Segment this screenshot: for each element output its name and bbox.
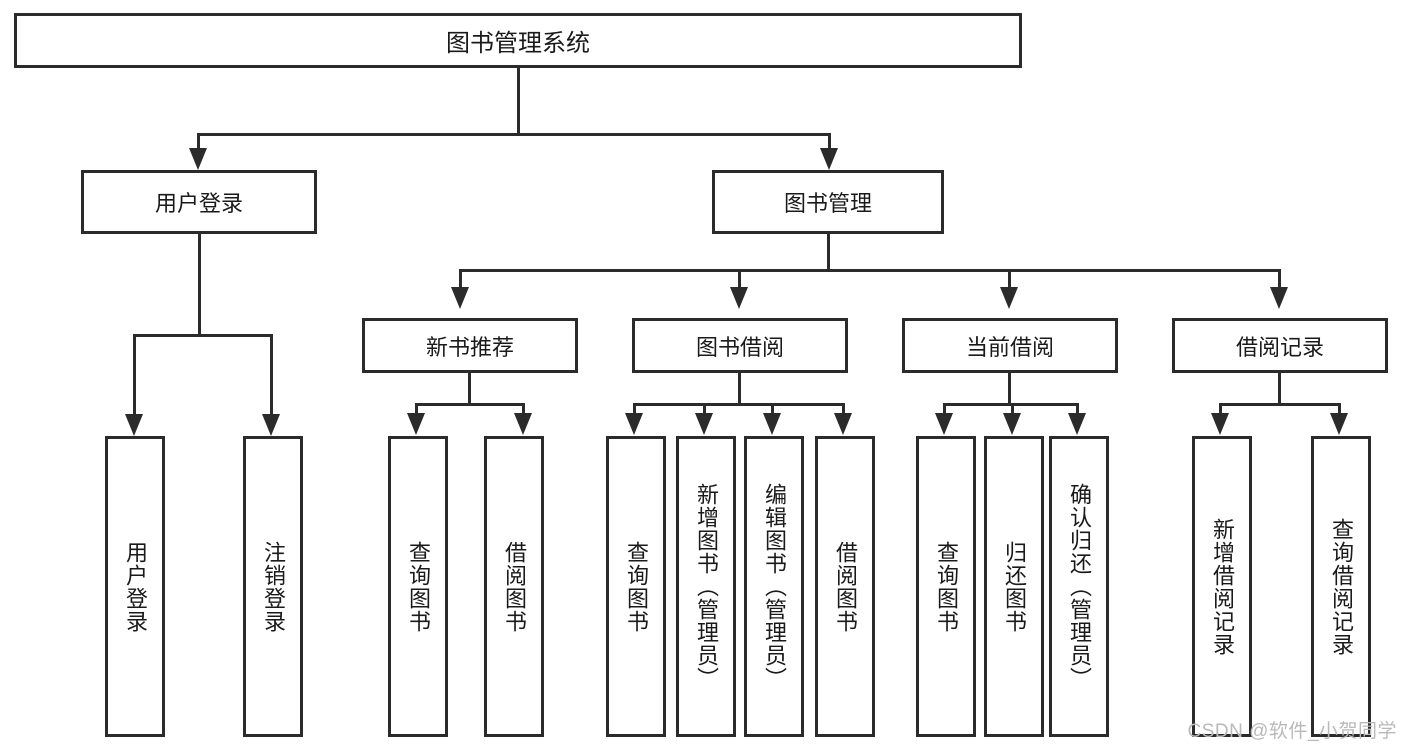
watermark: CSDN @软件_小贺同学 bbox=[1187, 721, 1397, 742]
leaf-book-borrow-4[interactable]: 借阅图书 bbox=[815, 436, 875, 737]
arrow-bb-leaf-2 bbox=[695, 413, 713, 435]
connector-cb-drop-1 bbox=[943, 403, 946, 415]
arrow-user-login-leaf-2 bbox=[262, 414, 280, 436]
node-user-login[interactable]: 用户登录 bbox=[81, 170, 317, 234]
leaf-label: 查询图书 bbox=[933, 540, 959, 633]
node-book-management[interactable]: 图书管理 bbox=[712, 170, 944, 234]
node-book-management-label: 图书管理 bbox=[783, 191, 872, 216]
connector-root-to-user-login bbox=[197, 133, 200, 150]
connector-bb-drop-2 bbox=[703, 403, 706, 415]
leaf-user-login-2[interactable]: 注销登录 bbox=[243, 436, 303, 737]
connector-user-login-bus bbox=[133, 334, 272, 337]
leaf-label: 确认归还（管理员） bbox=[1066, 483, 1092, 690]
connector-user-login-stem bbox=[198, 234, 201, 336]
leaf-label: 新增图书（管理员） bbox=[693, 483, 719, 690]
leaf-current-borrow-1[interactable]: 查询图书 bbox=[916, 436, 976, 737]
connector-bb-drop-1 bbox=[633, 403, 636, 415]
connector-nbr-bus bbox=[415, 403, 525, 406]
leaf-borrow-record-2[interactable]: 查询借阅记录 bbox=[1311, 436, 1371, 737]
arrow-bb-leaf-4 bbox=[834, 413, 852, 435]
connector-cb-drop-2 bbox=[1011, 403, 1014, 415]
connector-br-drop-2 bbox=[1338, 403, 1341, 415]
node-current-borrow-label: 当前借阅 bbox=[965, 334, 1054, 360]
arrow-cb-leaf-3 bbox=[1068, 413, 1086, 435]
leaf-book-borrow-1[interactable]: 查询图书 bbox=[606, 436, 666, 737]
leaf-current-borrow-3[interactable]: 确认归还（管理员） bbox=[1049, 436, 1109, 737]
connector-root-bus bbox=[197, 133, 831, 136]
arrow-bb-leaf-1 bbox=[625, 413, 643, 435]
connector-br-drop-1 bbox=[1219, 403, 1222, 415]
leaf-new-book-recommend-1[interactable]: 查询图书 bbox=[388, 436, 448, 737]
arrow-br-leaf-2 bbox=[1330, 413, 1348, 435]
connector-cb-stem bbox=[1008, 373, 1011, 405]
connector-root-to-book-manage bbox=[828, 133, 831, 150]
arrow-bm-to-current-borrow bbox=[1000, 287, 1018, 309]
node-user-login-label: 用户登录 bbox=[154, 191, 243, 216]
leaf-book-borrow-2[interactable]: 新增图书（管理员） bbox=[676, 436, 736, 737]
connector-bm-drop-1 bbox=[459, 269, 462, 289]
leaf-label: 新增借阅记录 bbox=[1209, 517, 1235, 656]
arrow-nbr-leaf-1 bbox=[407, 413, 425, 435]
arrow-root-to-book-manage bbox=[820, 148, 838, 170]
connector-user-login-right-drop bbox=[270, 334, 273, 416]
connector-cb-drop-3 bbox=[1076, 403, 1079, 415]
leaf-label: 注销登录 bbox=[260, 540, 286, 633]
connector-bb-bus bbox=[633, 403, 845, 406]
connector-book-management-stem bbox=[827, 234, 830, 272]
connector-nbr-drop-2 bbox=[522, 403, 525, 415]
node-new-book-recommend-label: 新书推荐 bbox=[425, 334, 514, 360]
leaf-current-borrow-2[interactable]: 归还图书 bbox=[984, 436, 1044, 737]
arrow-bm-to-borrow-record bbox=[1270, 287, 1288, 309]
arrow-cb-leaf-2 bbox=[1003, 413, 1021, 435]
node-root-label: 图书管理系统 bbox=[446, 30, 590, 57]
connector-nbr-drop-1 bbox=[415, 403, 418, 415]
arrow-root-to-user-login bbox=[189, 148, 207, 170]
connector-br-bus bbox=[1219, 403, 1341, 406]
node-book-borrow-label: 图书借阅 bbox=[695, 334, 784, 360]
arrow-br-leaf-1 bbox=[1211, 413, 1229, 435]
leaf-book-borrow-3[interactable]: 编辑图书（管理员） bbox=[744, 436, 804, 737]
connector-bm-drop-2 bbox=[738, 269, 741, 289]
leaf-borrow-record-1[interactable]: 新增借阅记录 bbox=[1192, 436, 1252, 737]
node-borrow-record[interactable]: 借阅记录 bbox=[1172, 318, 1388, 373]
connector-user-login-left-drop bbox=[133, 334, 136, 416]
connector-book-management-bus bbox=[459, 269, 1281, 272]
leaf-label: 查询图书 bbox=[623, 540, 649, 633]
connector-bm-drop-3 bbox=[1008, 269, 1011, 289]
leaf-label: 用户登录 bbox=[122, 540, 148, 633]
connector-bb-drop-3 bbox=[771, 403, 774, 415]
leaf-label: 查询图书 bbox=[405, 540, 431, 633]
connector-root-stem bbox=[517, 68, 520, 135]
connector-nbr-stem bbox=[468, 373, 471, 405]
arrow-nbr-leaf-2 bbox=[514, 413, 532, 435]
leaf-label: 查询借阅记录 bbox=[1328, 517, 1354, 656]
leaf-label: 归还图书 bbox=[1001, 540, 1027, 633]
arrow-bm-to-new-book bbox=[451, 287, 469, 309]
connector-br-stem bbox=[1278, 373, 1281, 405]
connector-bm-drop-4 bbox=[1278, 269, 1281, 289]
connector-bb-drop-4 bbox=[842, 403, 845, 415]
arrow-user-login-leaf-1 bbox=[125, 414, 143, 436]
leaf-user-login-1[interactable]: 用户登录 bbox=[105, 436, 165, 737]
node-current-borrow[interactable]: 当前借阅 bbox=[902, 318, 1118, 373]
node-new-book-recommend[interactable]: 新书推荐 bbox=[362, 318, 578, 373]
leaf-new-book-recommend-2[interactable]: 借阅图书 bbox=[484, 436, 544, 737]
arrow-cb-leaf-1 bbox=[935, 413, 953, 435]
leaf-label: 编辑图书（管理员） bbox=[761, 483, 787, 690]
arrow-bb-leaf-3 bbox=[763, 413, 781, 435]
node-book-borrow[interactable]: 图书借阅 bbox=[632, 318, 848, 373]
leaf-label: 借阅图书 bbox=[501, 540, 527, 633]
arrow-bm-to-book-borrow bbox=[730, 287, 748, 309]
connector-bb-stem bbox=[738, 373, 741, 405]
node-root-system[interactable]: 图书管理系统 bbox=[14, 13, 1022, 68]
node-borrow-record-label: 借阅记录 bbox=[1235, 334, 1324, 360]
leaf-label: 借阅图书 bbox=[832, 540, 858, 633]
